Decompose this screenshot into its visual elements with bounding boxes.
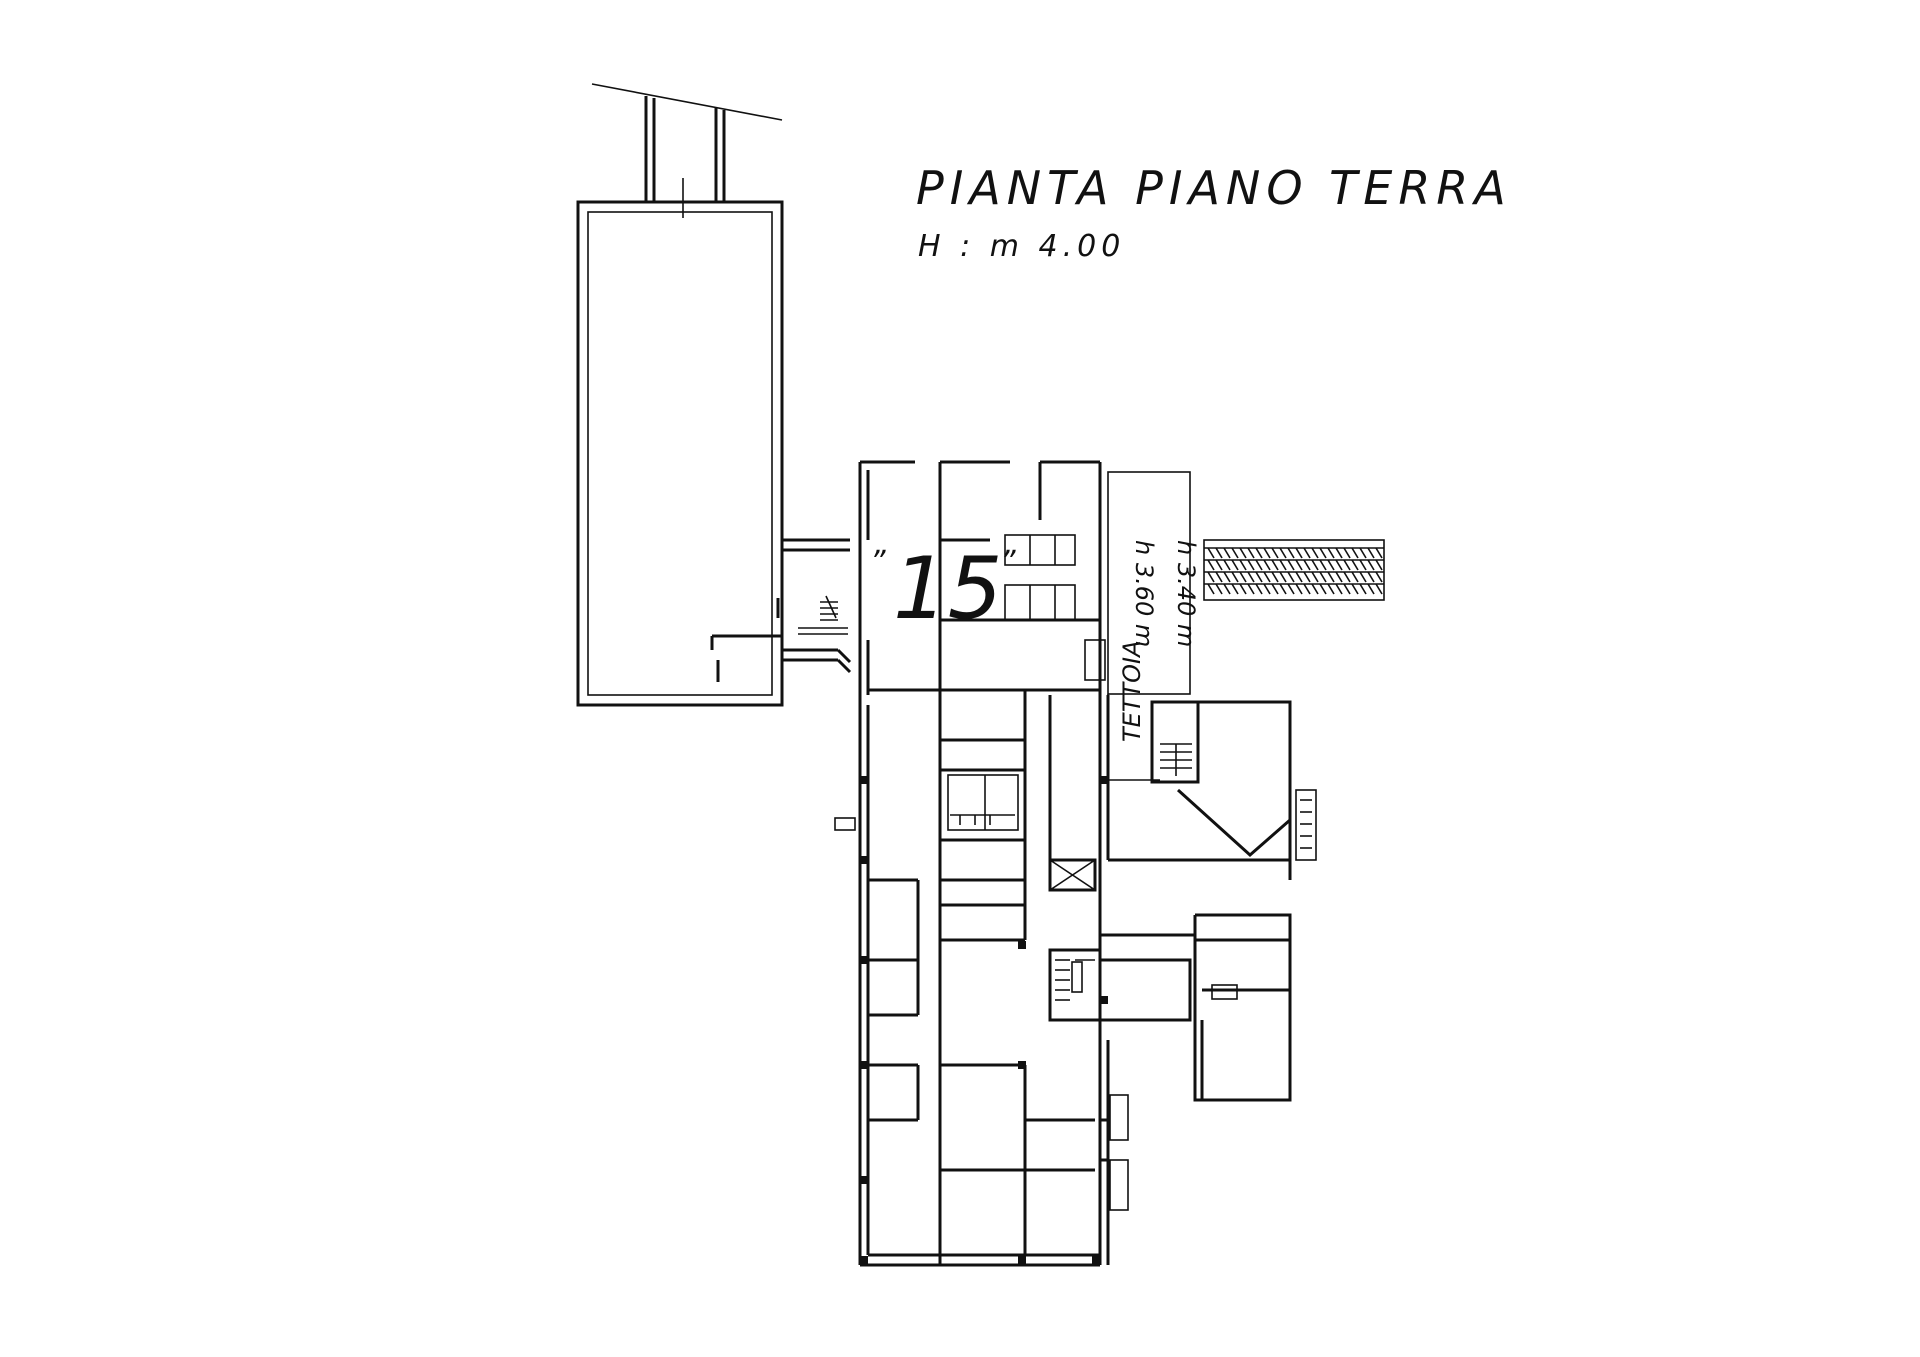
canopy-height-1: h 3.60 m xyxy=(1130,540,1158,647)
external-stairs xyxy=(834,817,1129,1211)
north-wing-rooms xyxy=(868,462,1106,692)
east-wing xyxy=(1108,700,1317,1102)
canopy-height-2: h 3.40 m xyxy=(1172,540,1200,647)
column-markers xyxy=(860,776,1108,1264)
large-hall xyxy=(576,200,784,707)
height-note: H : m 4.00 xyxy=(918,229,1125,264)
canopy: h 3.60 m h 3.40 m TETTOIA xyxy=(1107,471,1200,781)
quote-open-mark: ” xyxy=(870,545,886,580)
plan-title: PIANTA PIANO TERRA xyxy=(916,161,1512,215)
central-rooms xyxy=(868,738,1108,1255)
connector xyxy=(710,538,852,682)
canopy-label: TETTOIA xyxy=(1118,640,1146,742)
access-road xyxy=(591,83,783,218)
hatched-ramp xyxy=(1203,539,1385,601)
quote-close-mark: ” xyxy=(1000,545,1016,580)
central-core xyxy=(1048,858,1195,1022)
building-number: 15 xyxy=(893,539,1002,639)
